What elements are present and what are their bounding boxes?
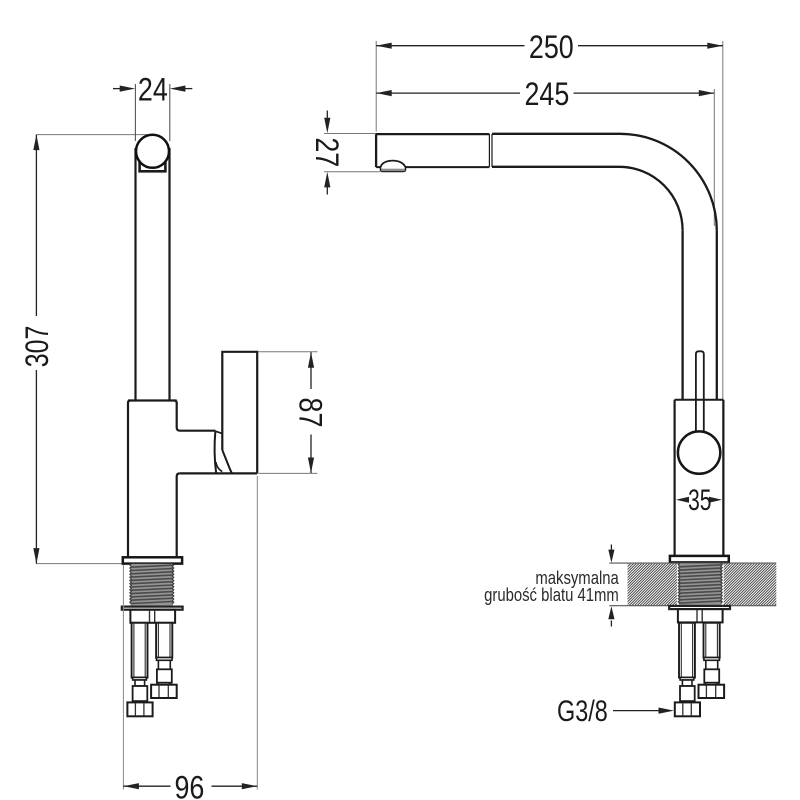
svg-text:307: 307 <box>20 326 56 368</box>
svg-text:24: 24 <box>138 72 168 108</box>
svg-text:35: 35 <box>688 485 711 517</box>
svg-text:27: 27 <box>309 137 345 167</box>
svg-text:maksymalna: maksymalna <box>535 567 619 588</box>
svg-text:245: 245 <box>524 77 569 113</box>
svg-text:250: 250 <box>529 30 574 66</box>
svg-text:grubość blatu 41mm: grubość blatu 41mm <box>484 584 619 605</box>
svg-text:G3/8: G3/8 <box>557 694 608 727</box>
svg-text:87: 87 <box>292 398 328 428</box>
svg-text:96: 96 <box>174 770 204 800</box>
